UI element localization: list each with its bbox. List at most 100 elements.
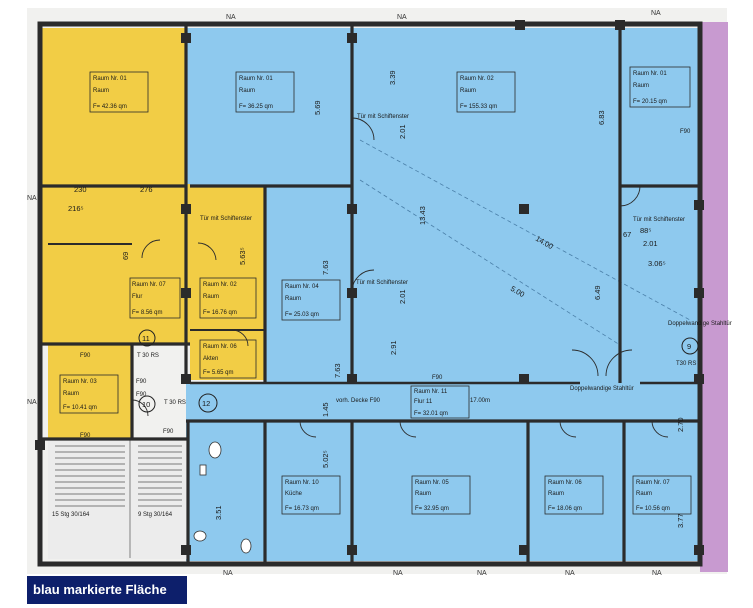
door-window-label: Tür mit Schiftenster (357, 114, 409, 120)
room-name: Raum (636, 491, 652, 497)
dimension: 2.01 (398, 124, 407, 139)
room-name: Raum (203, 294, 219, 300)
double-door-label: Doppelwandige Stahltür (570, 386, 634, 392)
room-nr: Raum Nr. 11 (414, 389, 448, 395)
room-area: F= 10.56 qm (636, 506, 670, 512)
room-area: F= 32.95 qm (415, 506, 449, 512)
room-nr: Raum Nr. 07 (636, 480, 670, 486)
f90-label: F90 (136, 379, 147, 385)
stair-treads (55, 440, 182, 558)
side-label-bottom: NA (477, 570, 487, 577)
dimension: 1.45 (321, 402, 330, 417)
purple-area (700, 22, 728, 572)
diagonal-measure-lines (359, 139, 691, 346)
dimension: 69 (121, 252, 130, 260)
marker-label-12: 12 (202, 399, 210, 408)
room-name: Flur 11 (414, 399, 433, 405)
f90-label: F90 (136, 392, 147, 398)
side-label-top: NA (651, 10, 661, 17)
marker-circle-10 (138, 395, 156, 413)
dimension: 2.91 (389, 340, 398, 355)
marker-label-9: 9 (687, 342, 691, 351)
stairwell (48, 439, 188, 559)
dimension: 13.43 (418, 206, 427, 225)
room-name: Raum (460, 88, 476, 94)
columns (35, 20, 704, 555)
room-nr: Raum Nr. 07 (132, 282, 166, 288)
side-label-top: NA (226, 14, 236, 21)
marker-circle-12 (198, 393, 218, 413)
room-name: Raum (93, 88, 109, 94)
room-nr: Raum Nr. 03 (63, 379, 97, 385)
side-label-left: NA (27, 195, 37, 202)
side-label-bottom: NA (393, 570, 403, 577)
dimension: 88⁵ (640, 226, 651, 235)
ceiling-label: vorh. Decke F90 (336, 398, 381, 404)
yellow-area (40, 28, 265, 439)
fire-door-label: T 30 RS (137, 353, 159, 359)
f90-label: F90 (432, 375, 443, 381)
marker-label-11: 11 (142, 334, 150, 343)
dimension: 5.63⁵ (238, 247, 247, 265)
room-nr: Raum Nr. 01 (633, 71, 667, 77)
room-name: Raum (548, 491, 564, 497)
dimension: 2.01 (643, 239, 658, 248)
room-labels (59, 66, 692, 515)
room-area: F= 5.65 qm (203, 370, 234, 376)
room-nr: Raum Nr. 02 (460, 76, 494, 82)
room-nr: Raum Nr. 01 (239, 76, 273, 82)
room-area: F= 155.33 qm (460, 104, 497, 110)
stairs-label: 15 Stg 30/164 (52, 512, 90, 518)
dimension: 3.06⁵ (648, 259, 666, 268)
f90-label: F90 (80, 433, 91, 439)
f90-label: F90 (80, 353, 91, 359)
room-name: Akten (203, 356, 218, 362)
dimension: 216⁵ (68, 204, 84, 213)
dimension: 5.69 (313, 100, 322, 115)
room-area: F= 42.36 qm (93, 104, 127, 110)
circle-markers (138, 329, 699, 413)
dimension: 7.63 (321, 260, 330, 275)
dimension: 6.83 (597, 110, 606, 125)
wc-fixtures (193, 441, 252, 554)
marker-circle-11 (138, 329, 156, 347)
dimension: 2.70 (676, 417, 685, 432)
f90-label: F90 (163, 429, 174, 435)
room-area: F= 20.15 qm (633, 99, 667, 105)
stairs-label: 9 Stg 30/164 (138, 512, 173, 518)
dimension: 2.01 (398, 289, 407, 304)
room-area: F= 18.06 qm (548, 506, 582, 512)
room-name: Raum (239, 88, 255, 94)
dimension: 67 (623, 230, 631, 239)
side-label-bottom: NA (652, 570, 662, 577)
room-area: F= 8.56 qm (132, 310, 163, 316)
dimension: 276 (140, 185, 153, 194)
side-label-bottom: NA (565, 570, 575, 577)
dimension: 3.77 (676, 513, 685, 528)
side-label-top: NA (397, 14, 407, 21)
room-area: F= 32.01 qm (414, 411, 448, 417)
marker-circle-9 (681, 337, 699, 355)
f90-label: F90 (680, 129, 691, 135)
dimension: 6.49 (593, 285, 602, 300)
dimension: 7.63 (333, 363, 342, 378)
room-nr: Raum Nr. 10 (285, 480, 319, 486)
room-name: Raum (415, 491, 431, 497)
double-door-label: Doppelwandige Stahltür (668, 321, 732, 327)
room-name: Raum (63, 391, 79, 397)
room-nr: Raum Nr. 06 (203, 344, 237, 350)
dimension: 5.02⁵ (321, 450, 330, 468)
room-area: F= 16.76 qm (203, 310, 237, 316)
side-label-left: NA (27, 399, 37, 406)
marker-label-10: 10 (142, 400, 150, 409)
caption-label: blau markierte Fläche (27, 576, 187, 604)
corridor-length: 17.00m (470, 398, 490, 404)
blue-area (186, 28, 702, 561)
side-label-bottom: NA (223, 570, 233, 577)
room-name: Raum (633, 83, 649, 89)
room-nr: Raum Nr. 01 (93, 76, 127, 82)
room-area: F= 10.41 qm (63, 405, 97, 411)
room-nr: Raum Nr. 04 (285, 284, 319, 290)
dimension: 230 (74, 185, 87, 194)
